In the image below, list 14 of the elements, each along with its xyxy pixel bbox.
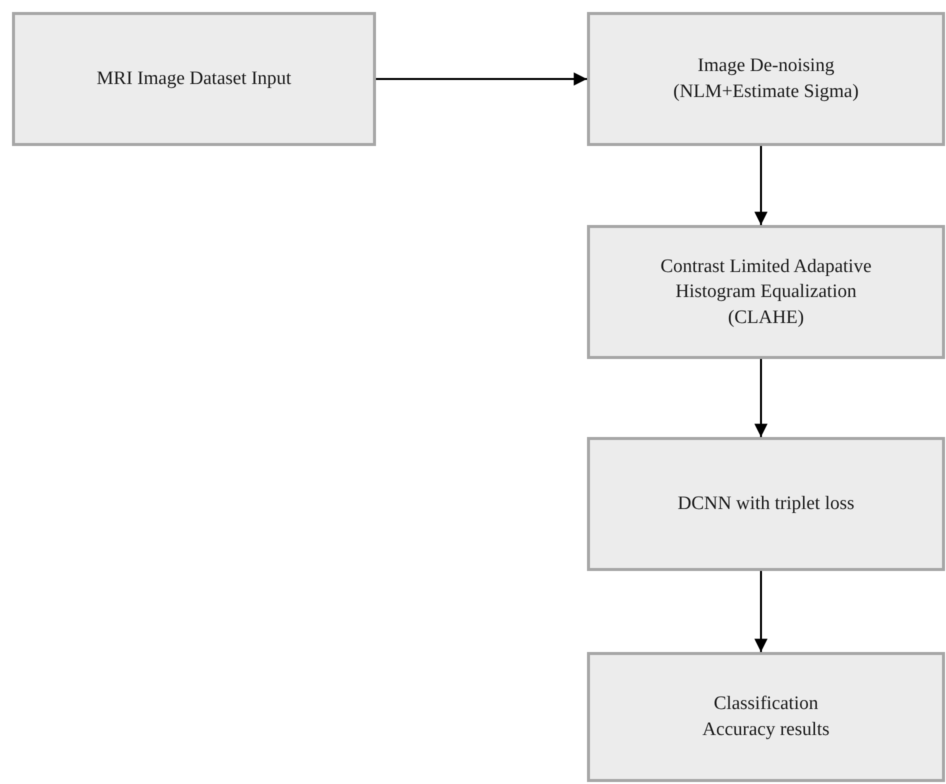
box-label: Classification Accuracy results [701, 692, 831, 742]
arrow [376, 72, 587, 86]
process-box [12, 12, 376, 146]
arrow [754, 571, 768, 652]
arrow [754, 359, 768, 437]
arrow [754, 146, 768, 225]
process-box [587, 12, 945, 146]
box-label: Contrast Limited Adapative Histogram Equalization (CLAHE) [659, 254, 873, 330]
box-label: DCNN with triplet loss [678, 492, 854, 516]
process-box [587, 225, 945, 359]
process-box [587, 652, 945, 782]
process-box [587, 437, 945, 571]
box-label: MRI Image Dataset Input [96, 67, 292, 92]
box-label: Image De-noising (NLM+Estimate Sigma) [672, 54, 860, 104]
